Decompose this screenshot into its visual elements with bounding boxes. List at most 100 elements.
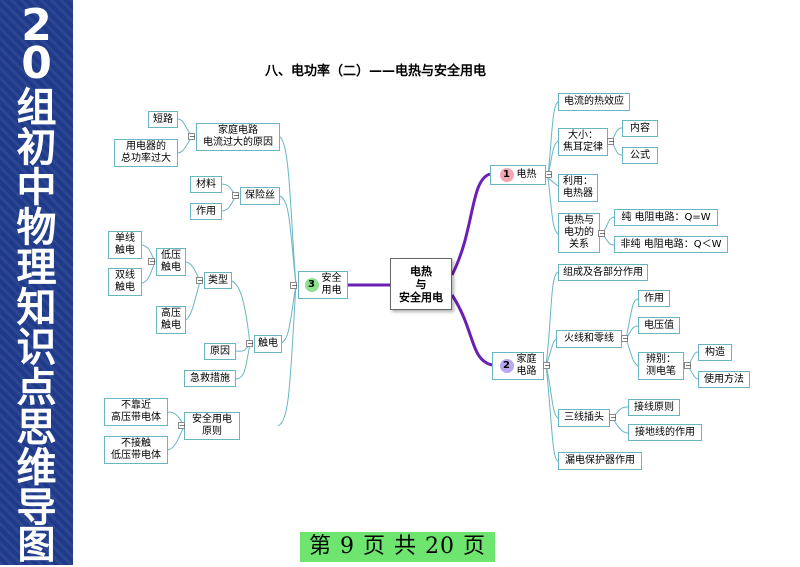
collapse-toggle[interactable]: − [598, 229, 606, 238]
node-fire-zero[interactable]: 火线和零线 [556, 330, 622, 348]
node-fuse[interactable]: 保险丝 [240, 187, 280, 205]
node-usage[interactable]: 使用方法 [698, 371, 750, 388]
node-line: 触电 [115, 282, 135, 293]
branch-home-circuit[interactable]: 2 家庭 电路 [492, 352, 544, 380]
node-double-wire[interactable]: 双线 触电 [108, 268, 142, 296]
node-high-voltage[interactable]: 高压 触电 [156, 306, 186, 334]
sidebar-char: 识 [16, 325, 57, 371]
node-line: 关系 [569, 239, 589, 250]
center-node[interactable]: 电热 与 安全用电 [390, 258, 452, 310]
collapse-toggle[interactable]: − [621, 334, 629, 343]
node-wiring-principle[interactable]: 接线原则 [628, 399, 680, 416]
node-no-touch-low[interactable]: 不接触 低压带电体 [104, 436, 168, 464]
center-line: 与 [415, 277, 427, 291]
node-short-circuit[interactable]: 短路 [148, 111, 178, 128]
node-shock[interactable]: 触电 [254, 335, 282, 353]
collapse-toggle[interactable]: − [246, 339, 254, 348]
branch-label: 用电 [321, 285, 342, 296]
connector [235, 343, 251, 380]
node-material[interactable]: 材料 [190, 176, 222, 193]
sidebar-char: 维 [16, 445, 57, 491]
node-line: 电热器 [563, 188, 593, 199]
sidebar-banner: 2 0 组 初 中 物 理 知 识 点 思 维 导 图 [0, 0, 73, 565]
node-cause[interactable]: 原因 [204, 343, 236, 360]
collapse-toggle[interactable]: − [196, 276, 204, 285]
node-nonpure-resistance[interactable]: 非纯 电阻电路：Q＜W [614, 236, 728, 253]
node-ground-function[interactable]: 接地线的作用 [628, 424, 702, 441]
connector [547, 177, 559, 235]
connector [545, 364, 559, 462]
node-line: 焦耳定律 [563, 142, 603, 153]
node-line: 总功率过大 [121, 153, 171, 164]
node-line: 用电器的 [126, 141, 166, 152]
node-line: 低压 [161, 250, 181, 261]
node-fuse-function[interactable]: 作用 [190, 203, 222, 220]
connector [167, 425, 185, 451]
node-rescue[interactable]: 急救措施 [184, 370, 236, 387]
badge-3: 3 [304, 278, 319, 292]
sidebar-char: 物 [16, 205, 57, 251]
node-identify[interactable]: 辨别： 测电笔 [638, 352, 684, 380]
collapse-toggle[interactable]: − [684, 361, 692, 370]
node-content[interactable]: 内容 [622, 120, 658, 137]
node-structure[interactable]: 构造 [698, 344, 732, 361]
collapse-toggle[interactable]: − [148, 257, 156, 266]
connector-center-b2 [450, 294, 493, 367]
badge-1: 1 [499, 168, 514, 182]
branch-label: 电热 [516, 169, 537, 180]
node-line: 触电 [115, 245, 135, 256]
collapse-toggle[interactable]: − [543, 361, 551, 370]
branch-safe-electricity[interactable]: 3 安全 用电 [298, 271, 348, 299]
node-safety-principle[interactable]: 安全用电 原则 [184, 412, 240, 440]
node-no-near-high[interactable]: 不靠近 高压带电体 [104, 398, 168, 426]
connector [625, 298, 639, 340]
node-line: 原则 [202, 426, 222, 437]
node-line: 高压带电体 [111, 412, 161, 423]
sidebar-char: 图 [17, 523, 56, 567]
connector [545, 364, 559, 419]
sidebar-char: 中 [16, 165, 57, 211]
collapse-toggle[interactable]: − [609, 413, 617, 422]
connector [547, 177, 559, 187]
collapse-toggle[interactable]: − [290, 281, 298, 290]
node-composition[interactable]: 组成及各部分作用 [558, 264, 648, 281]
node-low-voltage[interactable]: 低压 触电 [156, 248, 186, 276]
node-function[interactable]: 作用 [638, 290, 670, 307]
branch-label: 安全 [321, 273, 342, 284]
sidebar-char: 知 [16, 285, 57, 331]
branch-electric-heat[interactable]: 1 电热 [490, 165, 546, 185]
connector [279, 136, 297, 286]
connector [547, 101, 559, 176]
node-line: 利用： [563, 176, 593, 187]
node-line: 安全用电 [192, 414, 232, 425]
node-types[interactable]: 类型 [204, 272, 232, 289]
collapse-toggle[interactable]: − [178, 421, 186, 430]
node-relation[interactable]: 电热与 电功的 关系 [558, 213, 600, 253]
node-single-wire[interactable]: 单线 触电 [108, 231, 142, 259]
node-overload[interactable]: 用电器的 总功率过大 [114, 139, 178, 167]
page-indicator: 第 9 页 共 20 页 [300, 532, 495, 562]
branch-label-group: 安全 用电 [322, 273, 342, 297]
node-three-hole[interactable]: 三线插头 [558, 409, 610, 427]
collapse-toggle[interactable]: − [607, 137, 615, 146]
connector [279, 195, 297, 286]
node-formula[interactable]: 公式 [622, 147, 658, 164]
connector-center-b1 [450, 172, 491, 276]
sidebar-char: 理 [16, 245, 57, 291]
collapse-toggle[interactable]: − [232, 191, 240, 200]
node-pure-resistance[interactable]: 纯 电阻电路：Q=W [614, 209, 718, 226]
collapse-toggle[interactable]: − [545, 170, 553, 179]
collapse-toggle[interactable]: − [188, 132, 196, 141]
node-overcurrent[interactable]: 家庭电路 电流过大的原因 [196, 123, 280, 151]
connector [185, 280, 201, 321]
node-voltage[interactable]: 电压值 [638, 317, 680, 334]
node-size[interactable]: 大小： 焦耳定律 [558, 128, 608, 156]
connector [279, 284, 297, 345]
node-line: 电流过大的原因 [203, 137, 273, 148]
node-thermal-effect[interactable]: 电流的热效应 [558, 93, 630, 111]
sidebar-char: 初 [16, 125, 57, 171]
node-use[interactable]: 利用： 电热器 [558, 174, 598, 202]
node-leakage[interactable]: 漏电保护器作用 [558, 452, 642, 470]
node-line: 电功的 [564, 227, 594, 238]
